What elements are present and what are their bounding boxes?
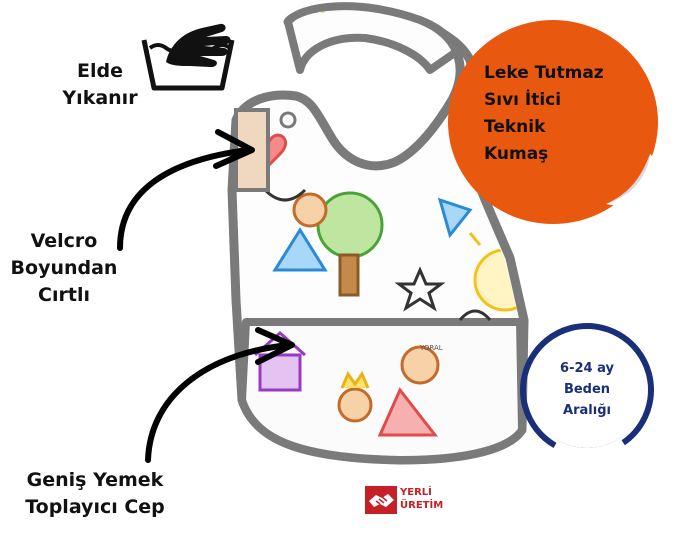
- size-line: Beden: [563, 382, 611, 397]
- feature-line: Sıvı İtici: [484, 90, 562, 110]
- drawn-kid-1: [292, 192, 328, 228]
- size-line: Aralığı: [563, 403, 611, 418]
- feature-line: Teknik: [484, 117, 546, 137]
- drawn-star: [394, 266, 446, 312]
- size-line: 6-24 ay: [560, 361, 614, 376]
- bib-strap: [284, 2, 460, 74]
- handshake-icon: [365, 486, 397, 514]
- label-line: Toplayıcı Cep: [25, 496, 165, 518]
- velcro-label: Velcro Boyundan Cırtlı: [0, 228, 128, 309]
- label-line: Boyundan: [10, 257, 118, 279]
- label-line: Cırtlı: [38, 284, 90, 306]
- size-badge: 6-24 ay Beden Aralığı: [528, 330, 646, 448]
- hand-wash-label: Elde Yıkanır: [40, 58, 160, 112]
- page-curl-icon: [606, 154, 656, 208]
- hand-wash-icon: [141, 23, 235, 91]
- label-line: Velcro: [30, 230, 98, 252]
- velcro-arrow: [117, 147, 251, 251]
- bib-pocket: [238, 318, 526, 464]
- bib-brand-print: YORAL: [419, 344, 443, 352]
- feature-line: Kumaş: [484, 144, 549, 164]
- stamp-line: ÜRETİM: [400, 500, 444, 511]
- label-line: Yıkanır: [62, 87, 138, 109]
- label-line: Geniş Yemek: [26, 469, 164, 491]
- drawn-kid-2: [400, 345, 440, 385]
- feature-line: Leke Tutmaz: [484, 63, 604, 83]
- label-line: Elde: [77, 60, 123, 82]
- feature-badge: Leke Tutmaz Sıvı İtici Teknik Kumaş: [448, 20, 658, 224]
- stamp-line: YERLİ: [400, 487, 432, 498]
- drawn-kid-3: [337, 387, 373, 423]
- pocket-arrow: [145, 342, 291, 463]
- local-production-stamp: YERLİ ÜRETİM: [362, 484, 454, 516]
- pocket-label: Geniş Yemek Toplayıcı Cep: [4, 467, 186, 521]
